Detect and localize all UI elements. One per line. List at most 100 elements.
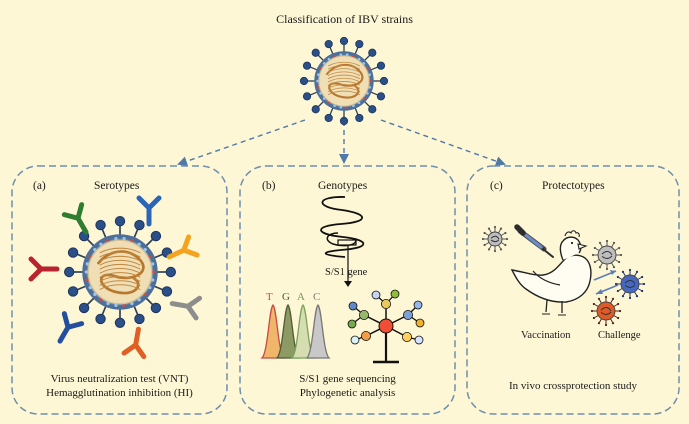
small-virus-spike-head [493,225,497,229]
virus-spike-head [67,247,79,258]
small-virus-spike-head [593,260,596,264]
small-virus-spike-head [617,302,620,306]
small-virus-spike-head [642,282,646,286]
small-virus-body [620,274,640,294]
small-virus-spike-head [635,270,639,273]
rna-coil [327,77,361,83]
virus-spike-head [165,266,177,278]
small-virus-spike-head [635,295,639,298]
virus-spike-head [150,230,162,242]
panel-c-heading: Protectotypes [542,180,605,192]
virus-membrane-dot [327,57,331,61]
virus-spike-head [311,105,320,114]
small-virus-rna [490,239,500,243]
small-virus-spike-head [499,227,503,230]
virus-spike-head [134,313,145,325]
small-virus-spike-head [611,322,615,325]
virus-membrane-dot [93,248,97,252]
virus-membrane-dot [316,79,319,83]
virus-spike-head [311,48,320,57]
virus-membrane-dot [322,97,326,100]
virus-membrane-dot [88,254,92,259]
virus-membrane-dot [148,285,152,290]
panel-genotypes [239,165,456,415]
rna-coil [327,65,361,70]
virus-membrane-dot [151,278,155,282]
small-virus-spike-head [628,268,632,272]
virus-membrane-dot [143,292,147,296]
antibody-icon [121,326,147,360]
panel-protectotypes [466,165,680,415]
virus-membrane-dot [352,104,355,108]
antibody-shape [136,195,162,227]
virus-membrane-dot [99,242,103,246]
ibv-virus-icon [63,215,177,329]
virus-spike-head [134,219,145,231]
small-virus-rna [624,284,636,288]
antibody-icons [28,195,203,360]
virus-membrane-dot [352,54,355,58]
virus-spike-head [161,286,173,297]
panel-b-caption-1: S/S1 gene sequencing [299,373,396,385]
virus-membrane-dot [369,79,372,83]
virus-membrane-dot [362,62,366,65]
small-virus-spike-head [641,275,644,279]
panel-a-letter: (a) [33,180,46,192]
small-virus-rna [490,235,500,240]
virus-spike-head [379,76,389,86]
small-virus-spike-head [481,237,485,241]
antibody-icon [169,295,203,321]
panel-a-caption-1: Virus neutralization test (VNT) [50,373,189,385]
virus-membrane-dot [319,67,322,70]
antibody-shape [61,202,89,235]
virus-spike-head [114,317,126,329]
small-virus-spike-head [591,253,595,257]
small-virus-spike-head [621,295,625,298]
virus-spike-head [78,302,90,314]
virus-membrane-dot [85,278,89,282]
small-virus-body [487,231,503,247]
virus-membrane-dot [85,262,89,266]
small-virus-spike-head [614,282,618,286]
rna-coil [327,74,361,80]
small-virus-spike-head [487,248,491,251]
virus-membrane-dot [322,62,326,65]
coiled-gene-icon [320,196,365,287]
virus-spike-head [368,105,377,114]
rna-coil [99,247,141,254]
small-virus-rna [601,251,613,256]
rna-coil [327,84,361,89]
virus-membrane-dot [88,285,92,290]
virus-membrane-dot [106,301,110,306]
small-virus-spike-head [617,316,620,320]
small-virus-spike-head [499,248,503,251]
virus-spike-head [324,113,333,123]
small-virus-spike-head [618,246,621,250]
panel-b-caption-2: Phylogenetic analysis [299,387,396,399]
antibody-shape [166,234,200,260]
virus-spike-head [324,39,333,49]
rna-coil [327,81,361,86]
small-virus-spike-head [619,253,623,257]
antibody-icon [166,234,200,260]
phylogenetic-tree-icon [347,289,425,364]
virus-membrane-dot [84,270,88,274]
virus-membrane-dot [151,262,155,266]
virus-spike-head [67,286,79,297]
arrow-to-protectotypes [380,119,506,167]
rna-coil [327,68,361,73]
small-virus-spike-head [604,323,608,327]
virus-spike-head [376,92,386,101]
virus-membrane-dot [333,54,336,58]
virus-membrane-dot [368,73,372,76]
small-virus-rna [600,307,612,312]
classification-arrows [177,119,506,167]
virus-membrane-dot [366,92,369,95]
small-virus-spike-head [598,241,602,244]
vaccination-label: Vaccination [521,330,571,341]
rna-coil [99,251,141,258]
small-virus-spike-head [505,237,509,241]
antibody-icon [28,256,60,282]
antibody-shape [121,326,147,360]
